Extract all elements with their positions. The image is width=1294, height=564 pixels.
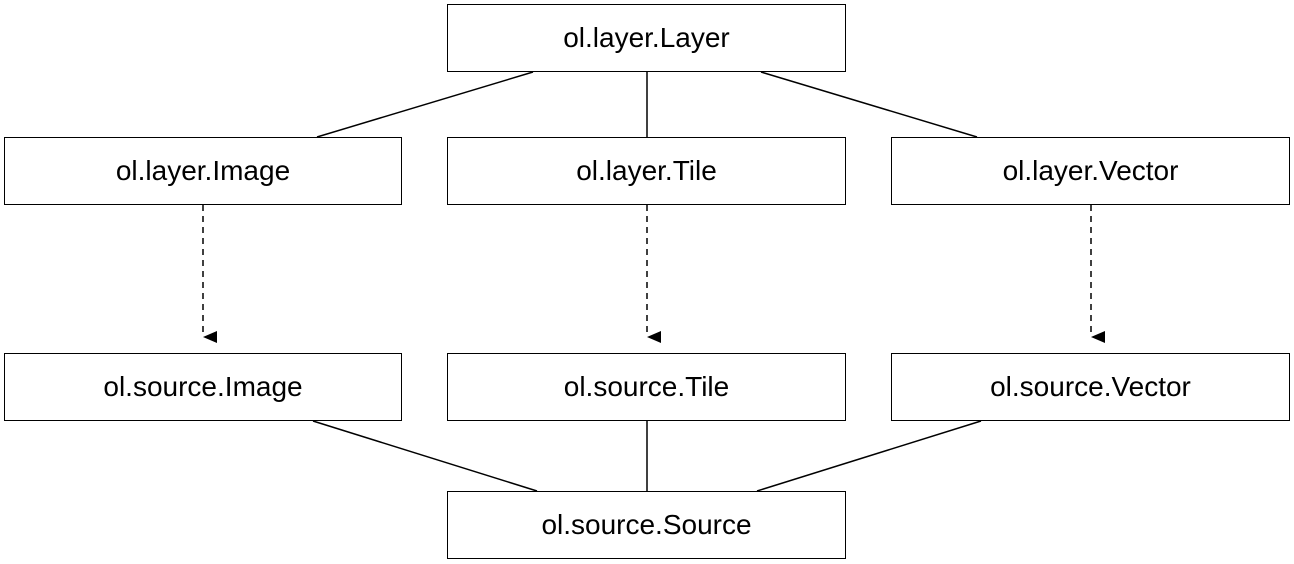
node-label: ol.layer.Vector [1002,155,1179,186]
node-label: ol.source.Source [541,509,752,540]
edge-layer-to-layer-image [316,71,534,138]
node-label: ol.layer.Tile [576,155,717,186]
node-ol-source-image: ol.source.Image [4,353,402,421]
node-ol-layer-tile: ol.layer.Tile [447,137,846,205]
edge-source-image-to-source-source [312,420,538,492]
node-ol-layer-layer: ol.layer.Layer [447,4,846,72]
node-ol-layer-image: ol.layer.Image [4,137,402,205]
node-label: ol.layer.Layer [563,22,730,53]
node-ol-source-tile: ol.source.Tile [447,353,846,421]
node-ol-source-source: ol.source.Source [447,491,846,559]
node-label: ol.source.Vector [990,371,1191,402]
edge-layer-to-layer-vector [760,71,978,138]
node-ol-layer-vector: ol.layer.Vector [891,137,1290,205]
node-label: ol.source.Tile [563,371,730,402]
node-label: ol.layer.Image [115,155,291,186]
node-label: ol.source.Image [103,371,303,402]
edge-source-vector-to-source-source [756,420,982,492]
node-ol-source-vector: ol.source.Vector [891,353,1290,421]
